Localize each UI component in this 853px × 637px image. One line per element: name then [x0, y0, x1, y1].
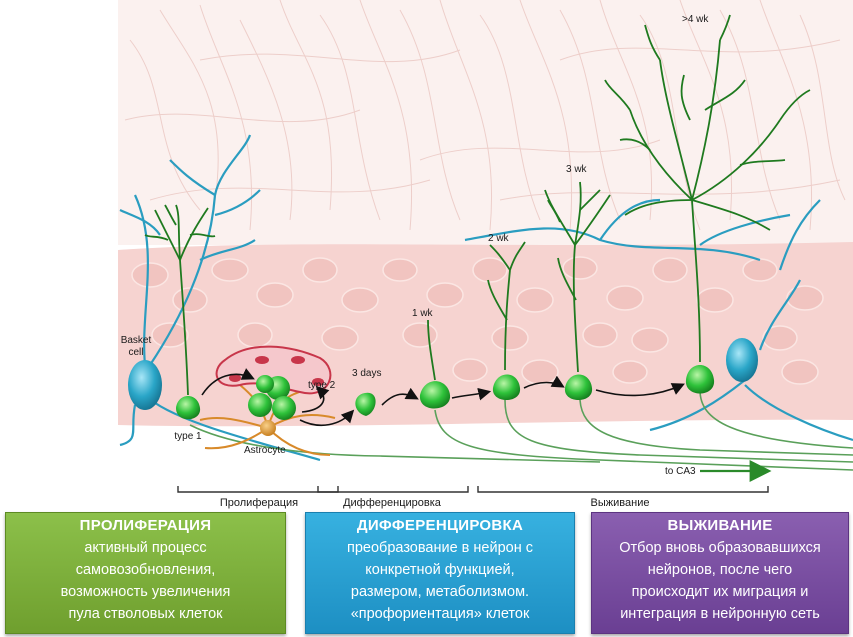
survival-box: ВЫЖИВАНИЕ Отбор вновь образовавшихся ней…	[591, 512, 849, 634]
to-ca3-label: to CA3	[665, 466, 696, 477]
differentiation-line: размером, метаболизмом.	[312, 581, 568, 603]
age-2wk-label: 2 wk	[488, 233, 510, 244]
basket-cell-left	[128, 360, 162, 410]
type1-label: type 1	[174, 431, 202, 442]
survival-line: происходит их миграция и	[598, 581, 842, 603]
age-3days-label: 3 days	[352, 368, 381, 379]
stage-survival-label: Выживание	[591, 497, 650, 509]
survival-line: нейронов, после чего	[598, 559, 842, 581]
age-4wk-label: >4 wk	[682, 14, 709, 25]
basket-cell-right	[726, 338, 758, 382]
survival-line: Отбор вновь образовавшихся	[598, 537, 842, 559]
neurogenesis-diagram: Basket cell type 1 type 2 Astrocyte 3 da…	[0, 0, 853, 510]
survival-line: интеграция в нейронную сеть	[598, 603, 842, 625]
proliferation-line: самовозобновления,	[12, 559, 279, 581]
proliferation-line: возможность увеличения	[12, 581, 279, 603]
astrocyte-label: Astrocyte	[244, 445, 286, 456]
granule-cell-layer	[118, 242, 853, 426]
basket-cell-label-2: cell	[128, 347, 143, 358]
age-1wk-label: 1 wk	[412, 308, 434, 319]
basket-cell-label: Basket	[121, 335, 152, 346]
astrocyte-body	[260, 420, 276, 436]
survival-description: Отбор вновь образовавшихся нейронов, пос…	[592, 537, 848, 625]
differentiation-title: ДИФФЕРЕНЦИРОВКА	[306, 517, 574, 535]
differentiation-line: «профориентация» клеток	[312, 603, 568, 625]
stage-brackets	[178, 486, 768, 492]
age-3wk-label: 3 wk	[566, 164, 588, 175]
type2-label: type 2	[308, 380, 336, 391]
survival-title: ВЫЖИВАНИЕ	[592, 517, 848, 535]
proliferation-description: активный процесс самовозобновления, возм…	[6, 537, 285, 625]
differentiation-line: преобразование в нейрон с	[312, 537, 568, 559]
stage-differentiation-label: Дифференцировка	[343, 497, 442, 509]
proliferation-box: ПРОЛИФЕРАЦИЯ активный процесс самовозобн…	[5, 512, 286, 634]
proliferation-title: ПРОЛИФЕРАЦИЯ	[6, 517, 285, 535]
stage-proliferation-label: Пролиферация	[220, 497, 298, 509]
proliferation-line: активный процесс	[12, 537, 279, 559]
differentiation-description: преобразование в нейрон с конкретной фун…	[306, 537, 574, 625]
differentiation-line: конкретной функцией,	[312, 559, 568, 581]
molecular-layer	[118, 0, 853, 245]
differentiation-box: ДИФФЕРЕНЦИРОВКА преобразование в нейрон …	[305, 512, 575, 634]
proliferation-line: пула стволовых клеток	[12, 603, 279, 625]
